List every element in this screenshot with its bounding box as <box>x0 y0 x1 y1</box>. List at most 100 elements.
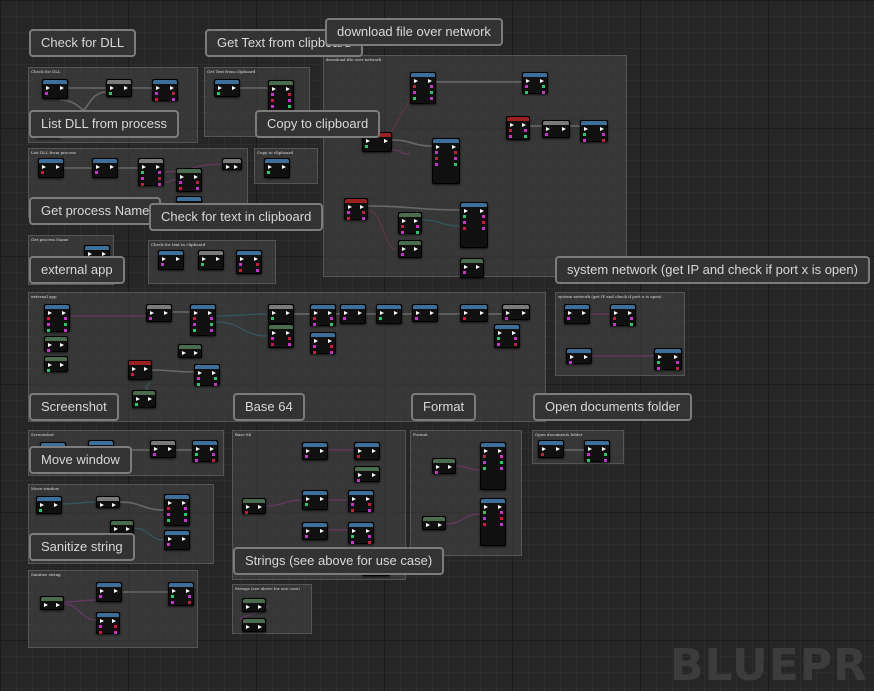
data-pin-icon[interactable] <box>483 461 486 464</box>
data-pin-icon[interactable] <box>135 403 138 406</box>
data-pin-icon[interactable] <box>435 157 438 160</box>
blueprint-node[interactable] <box>268 324 294 348</box>
exec-out-pin-icon[interactable] <box>286 87 290 91</box>
exec-in-pin-icon[interactable] <box>202 257 206 261</box>
data-pin-icon[interactable] <box>454 163 457 166</box>
exec-out-pin-icon[interactable] <box>232 86 236 90</box>
blueprint-node[interactable] <box>36 496 62 514</box>
exec-in-pin-icon[interactable] <box>168 501 172 505</box>
exec-out-pin-icon[interactable] <box>480 209 484 213</box>
data-pin-icon[interactable] <box>47 329 50 332</box>
blueprint-node[interactable] <box>542 120 570 138</box>
data-pin-icon[interactable] <box>99 625 102 628</box>
exec-in-pin-icon[interactable] <box>88 252 92 256</box>
data-pin-icon[interactable] <box>613 323 616 326</box>
exec-out-pin-icon[interactable] <box>360 205 364 209</box>
data-pin-icon[interactable] <box>171 595 174 598</box>
exec-in-pin-icon[interactable] <box>272 311 276 315</box>
exec-out-pin-icon[interactable] <box>62 311 66 315</box>
data-pin-icon[interactable] <box>313 323 316 326</box>
exec-out-pin-icon[interactable] <box>102 252 106 256</box>
blueprint-node[interactable] <box>302 442 328 460</box>
comment-bubble-base-64[interactable]: Base 64 <box>233 393 305 421</box>
exec-out-pin-icon[interactable] <box>328 311 332 315</box>
data-pin-icon[interactable] <box>330 351 333 354</box>
exec-in-pin-icon[interactable] <box>114 527 118 531</box>
data-pin-icon[interactable] <box>188 595 191 598</box>
comment-bubble-move-window[interactable]: Move window <box>29 446 132 474</box>
data-pin-icon[interactable] <box>184 507 187 510</box>
data-pin-icon[interactable] <box>158 171 161 174</box>
blueprint-node[interactable] <box>192 440 218 462</box>
data-pin-icon[interactable] <box>604 453 607 456</box>
blueprint-node[interactable] <box>506 116 530 140</box>
exec-out-pin-icon[interactable] <box>414 219 418 223</box>
data-pin-icon[interactable] <box>210 317 213 320</box>
data-pin-icon[interactable] <box>167 513 170 516</box>
blueprint-node[interactable] <box>178 344 202 358</box>
blueprint-node[interactable] <box>242 598 266 612</box>
data-pin-icon[interactable] <box>351 509 354 512</box>
data-pin-icon[interactable] <box>542 91 545 94</box>
blueprint-node[interactable] <box>310 332 336 354</box>
blueprint-node[interactable] <box>354 442 380 460</box>
data-pin-icon[interactable] <box>454 151 457 154</box>
exec-in-pin-icon[interactable] <box>150 311 154 315</box>
exec-out-pin-icon[interactable] <box>394 311 398 315</box>
exec-in-pin-icon[interactable] <box>352 497 356 501</box>
exec-in-pin-icon[interactable] <box>588 447 592 451</box>
data-pin-icon[interactable] <box>271 99 274 102</box>
exec-in-pin-icon[interactable] <box>110 86 114 90</box>
data-pin-icon[interactable] <box>368 509 371 512</box>
exec-in-pin-icon[interactable] <box>464 265 468 269</box>
blueprint-node[interactable] <box>376 304 402 324</box>
blueprint-node[interactable] <box>42 79 68 99</box>
comment-bubble-external-app[interactable]: external app <box>29 256 125 284</box>
exec-in-pin-icon[interactable] <box>46 86 50 90</box>
exec-in-pin-icon[interactable] <box>240 257 244 261</box>
data-pin-icon[interactable] <box>514 343 517 346</box>
data-pin-icon[interactable] <box>267 171 270 174</box>
blueprint-node[interactable] <box>132 390 156 408</box>
blueprint-node[interactable] <box>106 79 132 97</box>
blueprint-node[interactable] <box>480 498 506 546</box>
exec-in-pin-icon[interactable] <box>306 449 310 453</box>
exec-out-pin-icon[interactable] <box>372 449 376 453</box>
blueprint-node[interactable] <box>128 360 152 380</box>
data-pin-icon[interactable] <box>497 337 500 340</box>
data-pin-icon[interactable] <box>149 317 152 320</box>
data-pin-icon[interactable] <box>172 98 175 101</box>
blueprint-node[interactable] <box>194 364 220 386</box>
exec-in-pin-icon[interactable] <box>142 165 146 169</box>
data-pin-icon[interactable] <box>514 337 517 340</box>
blueprint-node[interactable] <box>422 516 446 530</box>
blueprint-node[interactable] <box>176 168 202 192</box>
blueprint-node[interactable] <box>96 582 122 602</box>
data-pin-icon[interactable] <box>500 523 503 526</box>
exec-out-pin-icon[interactable] <box>168 447 172 451</box>
data-pin-icon[interactable] <box>64 329 67 332</box>
data-pin-icon[interactable] <box>179 187 182 190</box>
data-pin-icon[interactable] <box>362 211 365 214</box>
exec-in-pin-icon[interactable] <box>526 79 530 83</box>
blueprint-node[interactable] <box>566 348 592 364</box>
data-pin-icon[interactable] <box>193 329 196 332</box>
data-pin-icon[interactable] <box>210 329 213 332</box>
exec-in-pin-icon[interactable] <box>42 165 46 169</box>
data-pin-icon[interactable] <box>172 92 175 95</box>
exec-out-pin-icon[interactable] <box>126 527 130 531</box>
exec-out-pin-icon[interactable] <box>286 331 290 335</box>
comment-bubble-system-network[interactable]: system network (get IP and check if port… <box>555 256 870 284</box>
blueprint-node[interactable] <box>96 496 120 508</box>
exec-in-pin-icon[interactable] <box>246 605 250 609</box>
exec-out-pin-icon[interactable] <box>366 529 370 533</box>
data-pin-icon[interactable] <box>483 455 486 458</box>
data-pin-icon[interactable] <box>347 217 350 220</box>
data-pin-icon[interactable] <box>47 323 50 326</box>
exec-out-pin-icon[interactable] <box>182 501 186 505</box>
exec-in-pin-icon[interactable] <box>100 619 104 623</box>
exec-in-pin-icon[interactable] <box>168 537 172 541</box>
exec-in-pin-icon[interactable] <box>48 311 52 315</box>
data-pin-icon[interactable] <box>463 227 466 230</box>
